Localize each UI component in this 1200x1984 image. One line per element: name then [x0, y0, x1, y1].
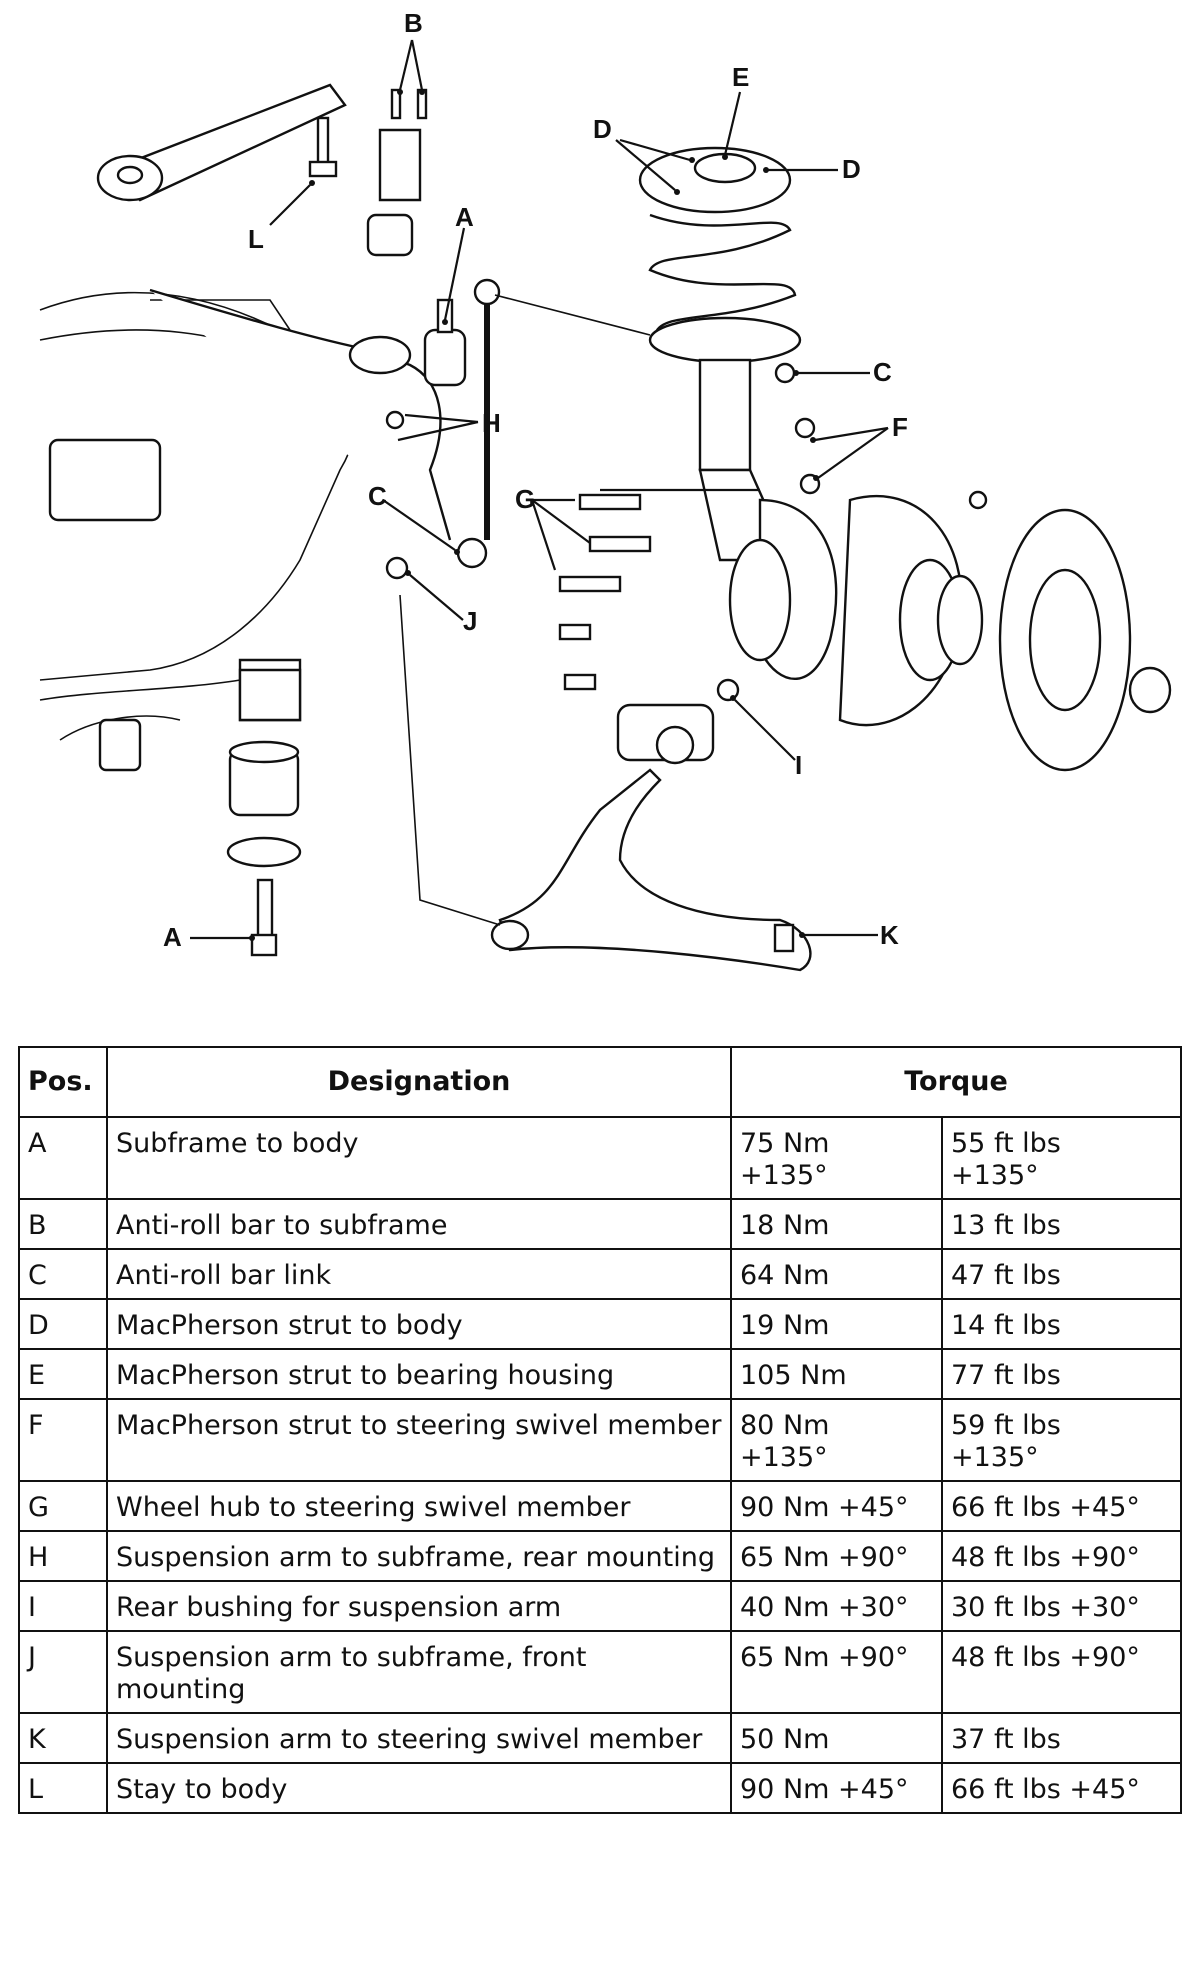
header-torque: Torque [730, 1046, 1182, 1118]
anti-roll-link-part [456, 278, 501, 569]
cell-torque-ftlbs: 48 ft lbs +90° [941, 1530, 1182, 1582]
cell-pos: K [18, 1712, 108, 1764]
cell-torque-ftlbs: 13 ft lbs [941, 1198, 1182, 1250]
cell-pos: C [18, 1248, 108, 1300]
cell-torque-nm: 64 Nm [730, 1248, 943, 1300]
cell-torque-nm: 65 Nm +90° [730, 1530, 943, 1582]
cell-pos: B [18, 1198, 108, 1250]
cell-torque-nm: 80 Nm+135° [730, 1398, 943, 1482]
cell-pos: F [18, 1398, 108, 1482]
label-c-left: C [368, 481, 387, 511]
label-e: E [732, 62, 749, 92]
cell-torque-nm: 65 Nm +90° [730, 1630, 943, 1714]
cell-designation: Rear bushing for suspension arm [106, 1580, 732, 1632]
cell-torque-ftlbs: 37 ft lbs [941, 1712, 1182, 1764]
cell-pos: E [18, 1348, 108, 1400]
cell-designation: Wheel hub to steering swivel member [106, 1480, 732, 1532]
cell-designation: Suspension arm to subframe, front mounti… [106, 1630, 732, 1714]
cell-pos: L [18, 1762, 108, 1814]
header-pos: Pos. [18, 1046, 108, 1118]
nut-c [774, 362, 796, 384]
table-header-row: Pos. Designation Torque [18, 1046, 1182, 1118]
leader-dots [249, 89, 819, 941]
nut-f-upper [794, 417, 816, 439]
cell-pos: G [18, 1480, 108, 1532]
cell-torque-nm: 90 Nm +45° [730, 1480, 943, 1532]
cell-designation: Suspension arm to steering swivel member [106, 1712, 732, 1764]
label-i: I [795, 750, 802, 780]
cell-torque-ftlbs: 47 ft lbs [941, 1248, 1182, 1300]
cell-designation: MacPherson strut to steering swivel memb… [106, 1398, 732, 1482]
header-designation: Designation [106, 1046, 732, 1118]
label-a-bottom: A [163, 922, 182, 952]
cell-designation: Stay to body [106, 1762, 732, 1814]
label-g: G [515, 484, 535, 514]
cell-torque-nm: 105 Nm [730, 1348, 943, 1400]
subframe-bushing-top [423, 298, 467, 387]
steering-knuckle-part [728, 494, 1172, 772]
cell-torque-ftlbs: 30 ft lbs +30° [941, 1580, 1182, 1632]
cell-torque-ftlbs: 14 ft lbs [941, 1298, 1182, 1350]
suspension-arm-part [490, 678, 812, 972]
cell-pos: D [18, 1298, 108, 1350]
cell-torque-nm: 19 Nm [730, 1298, 943, 1350]
cell-pos: A [18, 1116, 108, 1200]
cell-torque-ftlbs: 77 ft lbs [941, 1348, 1182, 1400]
label-b: B [404, 8, 423, 38]
cell-designation: Suspension arm to subframe, rear mountin… [106, 1530, 732, 1582]
diagram-svg: B L A H C J E D D C F G I K A [39, 8, 1172, 972]
cell-torque-nm: 50 Nm [730, 1712, 943, 1764]
cell-designation: Subframe to body [106, 1116, 732, 1200]
label-a-top: A [455, 202, 474, 232]
cell-torque-ftlbs: 55 ft lbs+135° [941, 1116, 1182, 1200]
cell-pos: J [18, 1630, 108, 1714]
suspension-exploded-diagram: B L A H C J E D D C F G I K A [39, 8, 1172, 972]
label-k: K [880, 920, 899, 950]
subframe-bushing-bottom [226, 668, 302, 957]
cell-designation: Anti-roll bar link [106, 1248, 732, 1300]
label-j: J [463, 606, 477, 636]
cell-pos: H [18, 1530, 108, 1582]
leader-lines [190, 39, 889, 940]
label-d-right: D [842, 154, 861, 184]
label-l: L [248, 224, 264, 254]
nut-h [385, 410, 405, 430]
cell-torque-ftlbs: 66 ft lbs +45° [941, 1480, 1182, 1532]
cell-torque-nm: 90 Nm +45° [730, 1762, 943, 1814]
cell-torque-nm: 18 Nm [730, 1198, 943, 1250]
cell-torque-ftlbs: 59 ft lbs+135° [941, 1398, 1182, 1482]
label-h: H [482, 408, 501, 438]
macpherson-strut-part [638, 146, 802, 562]
cell-torque-nm: 40 Nm +30° [730, 1580, 943, 1632]
hub-bolts-part [558, 493, 652, 691]
cell-designation: Anti-roll bar to subframe [106, 1198, 732, 1250]
label-f: F [892, 412, 908, 442]
cell-torque-ftlbs: 48 ft lbs +90° [941, 1630, 1182, 1714]
cell-designation: MacPherson strut to bearing housing [106, 1348, 732, 1400]
label-d-left: D [593, 114, 612, 144]
cell-torque-ftlbs: 66 ft lbs +45° [941, 1762, 1182, 1814]
cell-designation: MacPherson strut to body [106, 1298, 732, 1350]
anti-roll-bar-part [149, 88, 452, 541]
cell-torque-nm: 75 Nm+135° [730, 1116, 943, 1200]
cell-pos: I [18, 1580, 108, 1632]
label-c-right: C [873, 357, 892, 387]
nut-j [385, 556, 409, 580]
nut-loose [968, 490, 988, 510]
stay-part [96, 83, 347, 202]
